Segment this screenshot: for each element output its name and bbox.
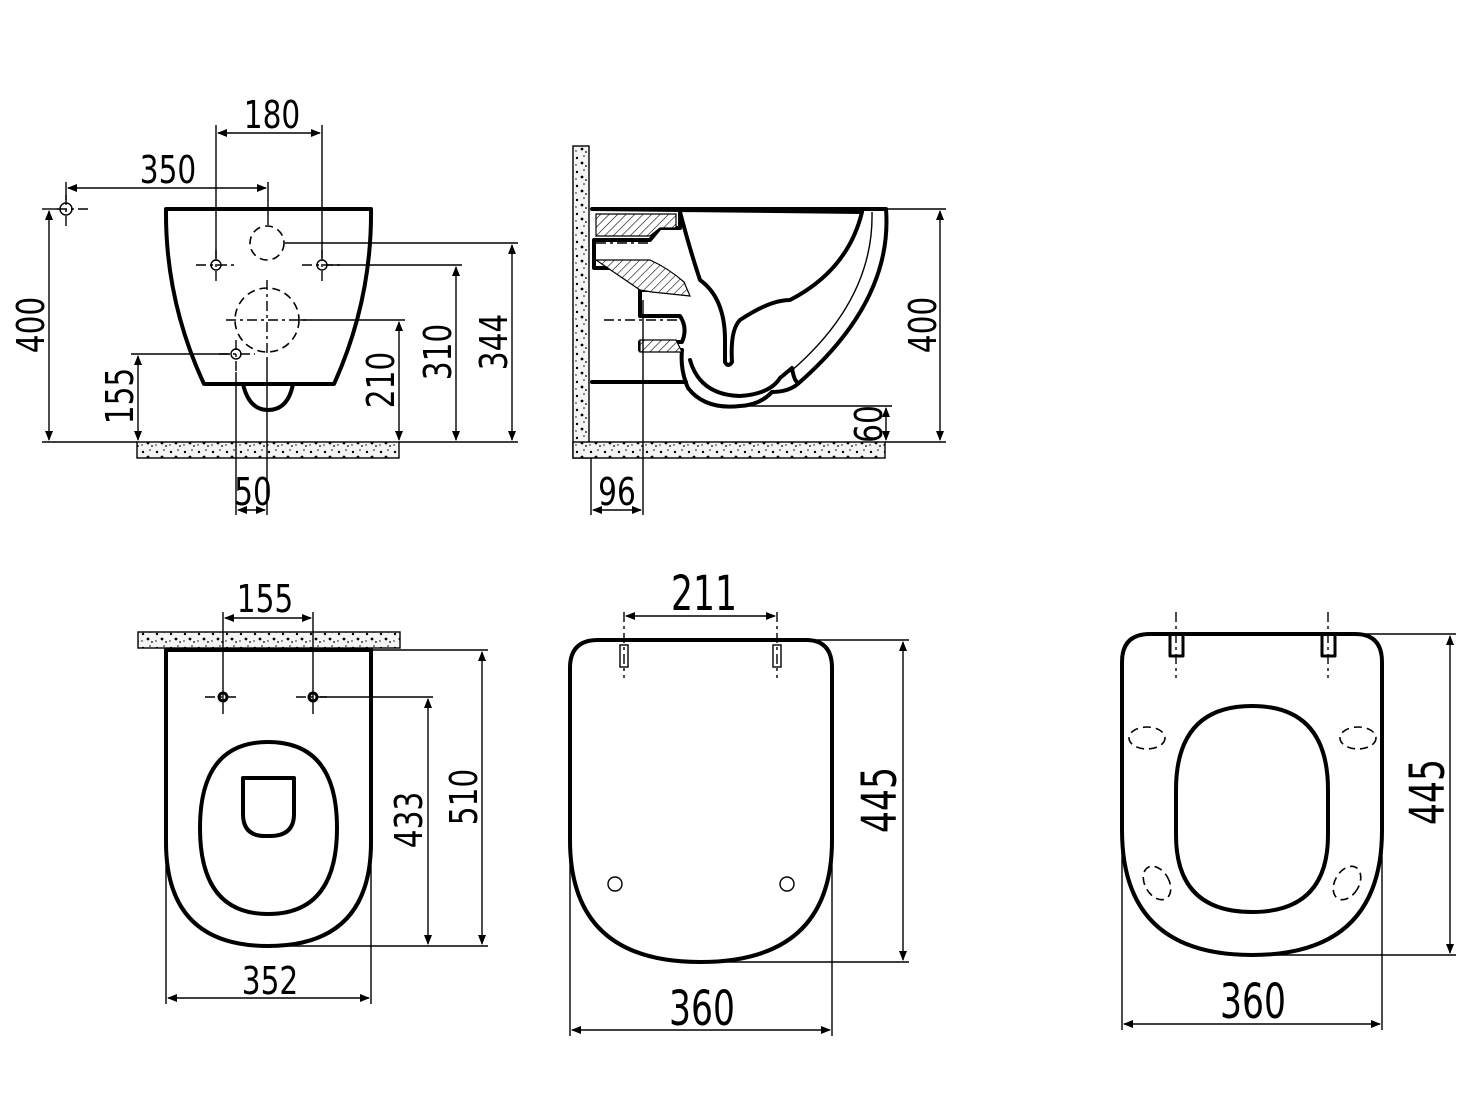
lid-outline bbox=[568, 638, 834, 964]
bowl-bottom-trap bbox=[241, 382, 295, 412]
dim-lid-445: 445 bbox=[851, 767, 907, 833]
lid-buffer-right bbox=[779, 876, 795, 892]
dim-front-400: 400 bbox=[9, 297, 54, 354]
bowl-side-outline bbox=[590, 207, 889, 409]
bowl-top-outline bbox=[164, 648, 373, 948]
section-hatch-upper bbox=[595, 213, 677, 237]
top-fixing-holes bbox=[205, 691, 331, 703]
ring-outer-outline bbox=[1120, 632, 1384, 957]
dim-side-60: 60 bbox=[847, 405, 892, 443]
lid-dimension-lines bbox=[569, 612, 909, 1036]
section-hatch-lower bbox=[639, 339, 683, 353]
bowl-top-outlet bbox=[241, 776, 296, 838]
ring-dimension-lines bbox=[1121, 633, 1456, 1030]
dim-front-210: 210 bbox=[359, 352, 404, 409]
wall-slab-top bbox=[137, 631, 401, 649]
fixing-crosshairs bbox=[57, 195, 342, 372]
ring-hinges bbox=[1168, 612, 1337, 678]
dim-lid-211: 211 bbox=[671, 565, 737, 621]
bowl-side-rim bbox=[789, 211, 873, 373]
dim-front-155: 155 bbox=[98, 368, 143, 425]
section-hatch-mid bbox=[594, 259, 691, 297]
side-dimension-lines bbox=[590, 208, 946, 515]
front-dimension-lines bbox=[42, 125, 518, 515]
seat-lid-view: 211 445 360 bbox=[568, 565, 909, 1036]
dim-top-155: 155 bbox=[237, 577, 294, 622]
dim-side-96: 96 bbox=[598, 470, 636, 515]
lid-buffer-left bbox=[607, 876, 623, 892]
dim-top-433: 433 bbox=[387, 792, 432, 849]
top-view: 155 433 510 352 bbox=[137, 577, 488, 1004]
dim-ring-445: 445 bbox=[1399, 759, 1455, 825]
dim-front-344: 344 bbox=[472, 314, 517, 371]
dim-top-510: 510 bbox=[442, 769, 487, 826]
floor-section bbox=[572, 441, 886, 459]
dim-side-400: 400 bbox=[901, 297, 946, 354]
bowl-side-inner bbox=[688, 358, 799, 398]
bowl-top-rim bbox=[198, 740, 339, 916]
ring-inner-opening bbox=[1174, 704, 1330, 914]
floor-slab bbox=[136, 441, 400, 459]
dim-front-310: 310 bbox=[416, 324, 461, 381]
dim-lid-360: 360 bbox=[669, 980, 735, 1036]
lid-hinges bbox=[619, 612, 782, 678]
side-view: 400 60 96 bbox=[572, 145, 946, 515]
dim-front-180: 180 bbox=[244, 93, 301, 138]
front-view: 180 350 400 155 210 310 344 50 bbox=[9, 93, 518, 515]
dim-ring-360: 360 bbox=[1220, 973, 1286, 1029]
bowl-front-outline bbox=[163, 207, 374, 386]
ring-buffers bbox=[1128, 726, 1377, 901]
dim-front-50: 50 bbox=[234, 470, 272, 515]
wall-section bbox=[572, 145, 590, 459]
top-dimension-lines bbox=[165, 612, 488, 1004]
dim-top-352: 352 bbox=[242, 959, 299, 1004]
seat-ring-view: 445 360 bbox=[1120, 612, 1456, 1030]
dim-front-350: 350 bbox=[140, 148, 197, 193]
